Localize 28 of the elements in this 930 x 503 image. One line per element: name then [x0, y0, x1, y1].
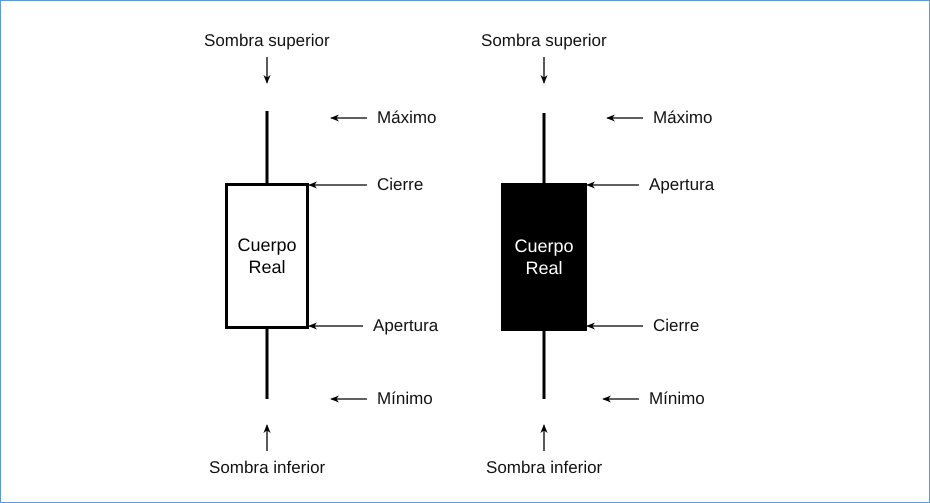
arrow: [308, 181, 367, 189]
candle-body: [225, 183, 309, 329]
price-label: Mínimo: [377, 389, 433, 409]
arrow: [308, 322, 363, 330]
price-label: Sombra superior: [204, 31, 330, 51]
price-label: Cierre: [377, 175, 424, 195]
price-label: Sombra superior: [481, 31, 607, 51]
arrow: [330, 395, 367, 403]
price-label: Apertura: [373, 316, 438, 336]
candle-body: [501, 183, 587, 331]
arrow: [540, 424, 548, 451]
arrow: [540, 57, 548, 84]
arrow: [263, 424, 271, 451]
arrow: [586, 322, 643, 330]
arrow: [263, 57, 271, 84]
price-label: Sombra inferior: [209, 458, 326, 478]
price-label: Máximo: [653, 108, 713, 128]
price-label: Sombra inferior: [486, 458, 602, 478]
arrow: [606, 114, 643, 122]
price-label: Cierre: [653, 316, 700, 336]
body-label: Cuerpo Real: [237, 234, 297, 278]
price-label: Apertura: [649, 175, 714, 195]
arrow: [602, 395, 639, 403]
arrow: [330, 114, 367, 122]
price-label: Máximo: [377, 108, 437, 128]
arrow: [586, 181, 639, 189]
price-label: Mínimo: [649, 389, 705, 409]
body-label: Cuerpo Real: [514, 235, 574, 279]
